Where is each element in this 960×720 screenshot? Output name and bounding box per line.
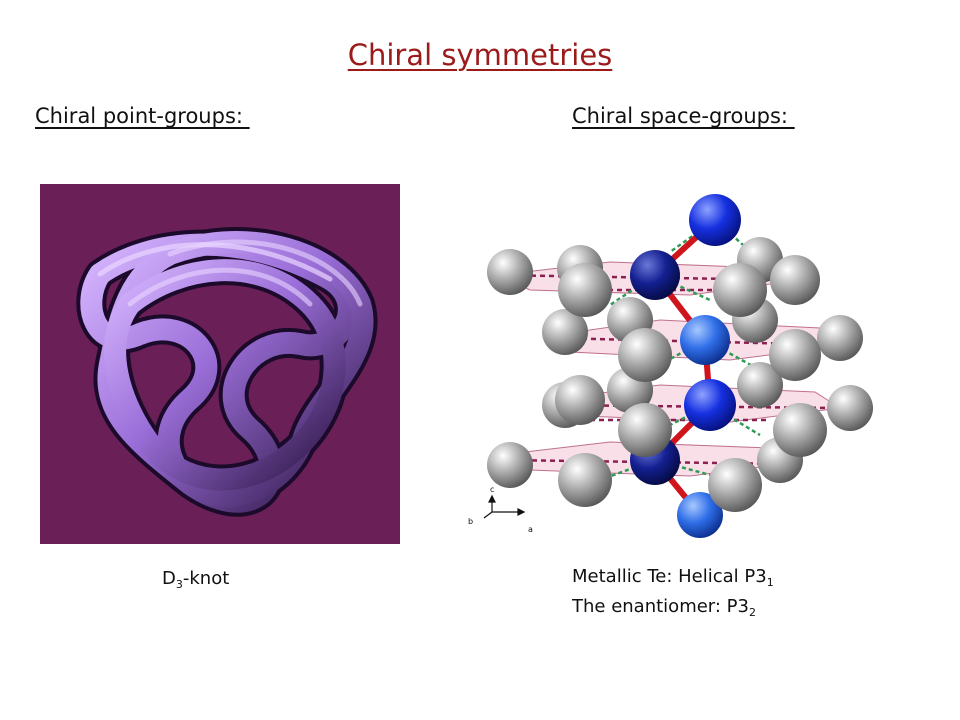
d3-knot-image: [40, 184, 400, 544]
knot-caption: D3-knot: [162, 568, 230, 591]
tellurium-caption-line-1: Metallic Te: Helical P31: [572, 566, 774, 589]
axis-label-a: a: [528, 525, 533, 534]
tellurium-crystal-structure: c b a: [468, 194, 873, 538]
point-groups-heading: Chiral point-groups:: [35, 104, 250, 128]
crystal-axes-indicator: [483, 494, 526, 519]
tellurium-caption-line-2: The enantiomer: P32: [572, 596, 756, 619]
space-groups-heading: Chiral space-groups:: [572, 104, 795, 128]
axis-label-c: c: [490, 485, 494, 494]
slide-title: Chiral symmetries: [347, 38, 613, 72]
tellurium-caption: Metallic Te: Helical P31 The enantiomer:…: [572, 562, 774, 622]
axis-label-b: b: [468, 517, 473, 526]
